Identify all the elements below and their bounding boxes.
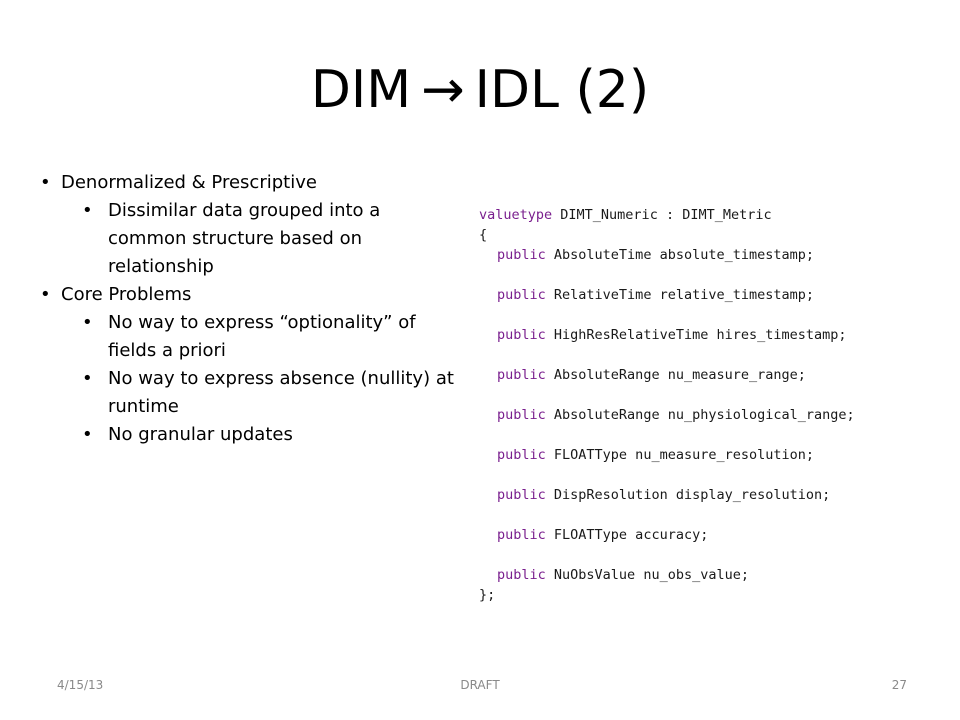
bullet-item: Denormalized & Prescriptive	[40, 169, 460, 197]
code-keyword: public	[497, 527, 546, 543]
code-blank-line	[479, 345, 919, 365]
code-keyword: public	[497, 447, 546, 463]
code-member-line: public RelativeTime relative_timestamp;	[479, 285, 919, 305]
code-text: NuObsValue nu_obs_value;	[545, 567, 749, 583]
code-text: DispResolution display_resolution;	[545, 487, 831, 503]
code-member-line: public FLOATType accuracy;	[479, 525, 919, 545]
title-right: IDL (2)	[474, 60, 650, 120]
sub-bullet-item: Dissimilar data grouped into a common st…	[40, 197, 460, 281]
code-member-line: public DispResolution display_resolution…	[479, 485, 919, 505]
code-header-line: valuetype DIMT_Numeric : DIMT_Metric	[479, 205, 919, 225]
footer-date: 4/15/13	[57, 678, 104, 692]
code-keyword: public	[497, 287, 546, 303]
code-keyword: public	[497, 407, 546, 423]
code-text: DIMT_Numeric : DIMT_Metric	[552, 207, 772, 223]
code-member-line: public FLOATType nu_measure_resolution;	[479, 445, 919, 465]
bullet-list: Denormalized & Prescriptive Dissimilar d…	[40, 169, 460, 449]
code-blank-line	[479, 545, 919, 565]
code-keyword: public	[497, 367, 546, 383]
sub-bullet-item: No granular updates	[40, 421, 460, 449]
bullet-item: Core Problems	[40, 281, 460, 309]
code-keyword: public	[497, 327, 546, 343]
code-blank-line	[479, 305, 919, 325]
code-blank-line	[479, 265, 919, 285]
code-keyword: public	[497, 247, 546, 263]
sub-bullet-item: No way to express absence (nullity) at r…	[40, 365, 460, 421]
slide-title: DIM→IDL (2)	[0, 55, 960, 125]
code-blank-line	[479, 425, 919, 445]
code-keyword: public	[497, 487, 546, 503]
code-blank-line	[479, 385, 919, 405]
footer-draft-label: DRAFT	[460, 678, 500, 692]
arrow-right-icon: →	[421, 60, 465, 120]
code-blank-line	[479, 465, 919, 485]
code-text: FLOATType accuracy;	[545, 527, 709, 543]
code-member-line: public AbsoluteRange nu_measure_range;	[479, 365, 919, 385]
code-member-line: public HighResRelativeTime hires_timesta…	[479, 325, 919, 345]
code-member-line: public AbsoluteRange nu_physiological_ra…	[479, 405, 919, 425]
code-text: FLOATType nu_measure_resolution;	[545, 447, 814, 463]
code-keyword: valuetype	[479, 207, 553, 223]
code-open-brace: {	[479, 227, 488, 243]
title-left: DIM	[310, 60, 412, 120]
footer-page-number: 27	[891, 678, 907, 692]
code-keyword: public	[497, 567, 546, 583]
code-member-line: public NuObsValue nu_obs_value;	[479, 565, 919, 585]
code-text: AbsoluteRange nu_measure_range;	[545, 367, 806, 383]
code-close-brace: };	[479, 587, 496, 603]
code-text: HighResRelativeTime hires_timestamp;	[545, 327, 847, 343]
code-snippet: valuetype DIMT_Numeric : DIMT_Metric { p…	[479, 205, 919, 605]
code-member-line: public AbsoluteTime absolute_timestamp;	[479, 245, 919, 265]
code-text: AbsoluteTime absolute_timestamp;	[545, 247, 814, 263]
code-text: RelativeTime relative_timestamp;	[545, 287, 814, 303]
code-blank-line	[479, 505, 919, 525]
sub-bullet-item: No way to express “optionality” of field…	[40, 309, 460, 365]
code-text: AbsoluteRange nu_physiological_range;	[545, 407, 855, 423]
